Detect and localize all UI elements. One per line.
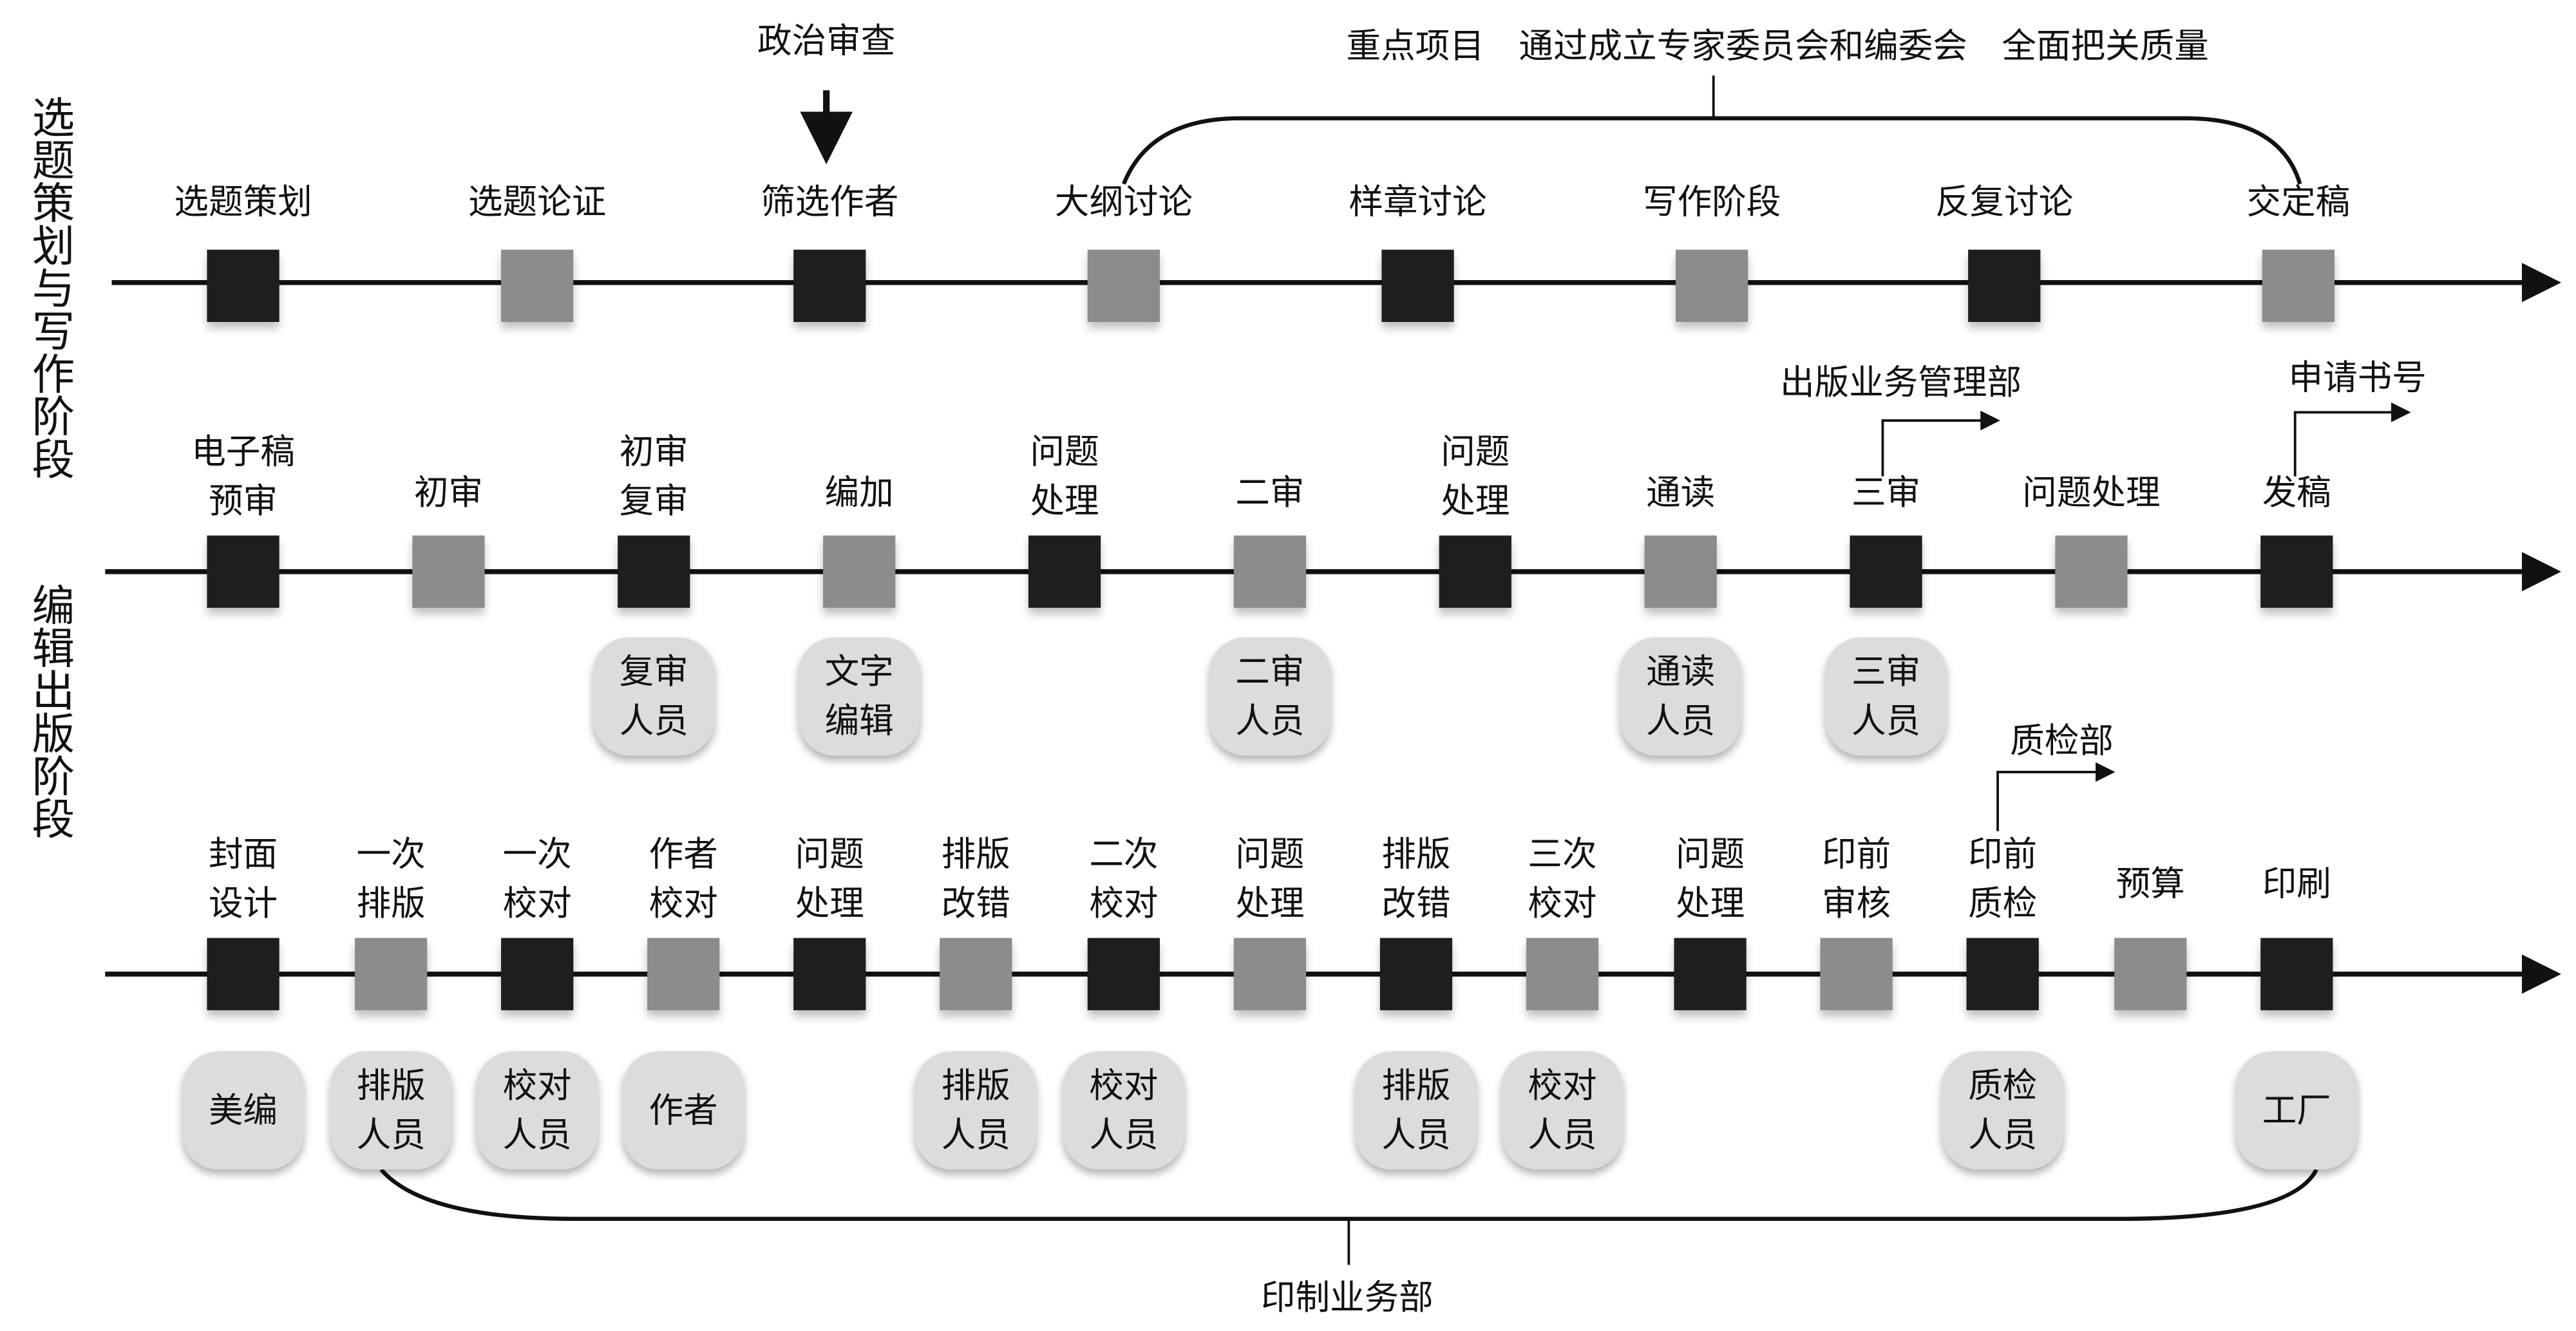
printing-dept-label: 印制业务部 [1260,1278,1434,1317]
step-label: 问题处理 [2022,473,2161,513]
step-marker [1439,535,1511,608]
stage-label-editing-publishing: 编辑出版阶段 [24,583,74,840]
step-label: 作者 校对 [649,834,718,923]
role-pill: 美编 [182,1051,304,1170]
step-marker [1676,249,1748,322]
step-label: 印前 审核 [1822,834,1891,923]
step-marker [1233,535,1307,608]
step-marker [2260,938,2333,1010]
step-label: 印前 质检 [1968,834,2038,923]
bottom-brace [379,1168,2318,1222]
step-label: 三次 校对 [1528,834,1597,923]
step-label: 选题策划 [174,182,312,222]
publishing-mgmt-bent-arrow [1881,410,2000,477]
qc-dept-label: 质检部 [2010,721,2114,761]
step-label: 二审 [1235,473,1305,513]
step-marker [793,249,866,322]
step-label: 排版 改错 [1381,834,1451,923]
step-label: 一次 校对 [502,834,572,923]
role-pill: 校对 人员 [476,1051,598,1170]
step-marker [1526,938,1599,1010]
step-marker [412,535,485,608]
political-review-label: 政治审查 [757,21,896,61]
step-marker [793,938,866,1010]
step-label: 二次 校对 [1089,834,1159,923]
apply-isbn-bent-arrow [2293,402,2411,477]
step-marker [823,535,896,608]
step-marker [501,938,574,1010]
publishing-mgmt-label: 出版业务管理部 [1780,363,2022,402]
role-pill: 排版 人员 [914,1051,1037,1170]
role-pill: 排版 人员 [330,1051,452,1170]
key-projects-note: 重点项目 通过成立专家委员会和编委会 全面把关质量 [1346,26,2209,66]
role-pill: 复审 人员 [592,637,715,756]
role-pill: 校对 人员 [1501,1051,1624,1170]
top-brace [1121,116,2302,185]
step-label: 通读 [1646,473,1716,513]
step-label: 初审 复审 [619,431,688,521]
step-marker [207,938,279,1010]
apply-isbn-label: 申请书号 [2288,358,2427,398]
step-label: 问题 处理 [1235,834,1305,923]
role-pill: 三审 人员 [1825,637,1947,756]
step-marker [1968,249,2041,322]
step-label: 问题 处理 [1030,431,1099,521]
role-pill: 文字 编辑 [798,637,920,756]
role-pill: 作者 [622,1051,744,1170]
step-label: 发稿 [2262,473,2331,513]
step-marker [501,249,574,322]
step-label: 问题 处理 [1676,834,1745,923]
step-marker [355,938,428,1010]
step-marker [1966,938,2039,1010]
step-marker [940,938,1012,1010]
step-marker [1820,938,1893,1010]
step-marker [1028,535,1101,608]
step-label: 排版 改错 [941,834,1010,923]
step-marker [1644,535,1717,608]
role-pill: 工厂 [2235,1051,2358,1170]
step-label: 选题论证 [468,182,607,222]
step-label: 印刷 [2262,864,2331,904]
step-label: 问题 处理 [1441,431,1510,521]
role-pill: 校对 人员 [1063,1051,1185,1170]
step-label: 一次 排版 [356,834,426,923]
step-marker [1087,938,1160,1010]
step-label: 大纲讨论 [1054,182,1193,222]
step-marker [2114,938,2187,1010]
step-label: 初审 [413,473,483,513]
step-marker [1233,938,1307,1010]
step-label: 封面 设计 [208,834,278,923]
qc-dept-bent-arrow [1996,762,2116,831]
step-marker [1379,938,1453,1010]
step-marker [647,938,720,1010]
step-marker [1381,249,1454,322]
step-label: 交定稿 [2246,182,2351,222]
step-label: 预算 [2116,864,2185,904]
step-marker [2262,249,2334,322]
step-label: 筛选作者 [761,182,899,222]
role-pill: 质检 人员 [1942,1051,2064,1170]
step-label: 电子稿 预审 [191,431,295,521]
stage-label-planning-writing: 选题策划与写作阶段 [24,95,74,480]
step-label: 问题 处理 [795,834,864,923]
role-pill: 二审 人员 [1209,637,1331,756]
step-marker [1850,535,1922,608]
step-marker [207,249,279,322]
step-label: 样章讨论 [1349,182,1487,222]
step-label: 三审 [1851,473,1921,513]
step-label: 写作阶段 [1643,182,1781,222]
role-pill: 通读 人员 [1620,637,1742,756]
role-pill: 排版 人员 [1355,1051,1477,1170]
step-marker [1674,938,1747,1010]
step-label: 反复讨论 [1935,182,2074,222]
step-marker [207,535,279,608]
step-marker [1087,249,1160,322]
step-marker [2260,535,2333,608]
step-marker [2055,535,2128,608]
step-label: 编加 [824,473,894,513]
step-marker [618,535,690,608]
